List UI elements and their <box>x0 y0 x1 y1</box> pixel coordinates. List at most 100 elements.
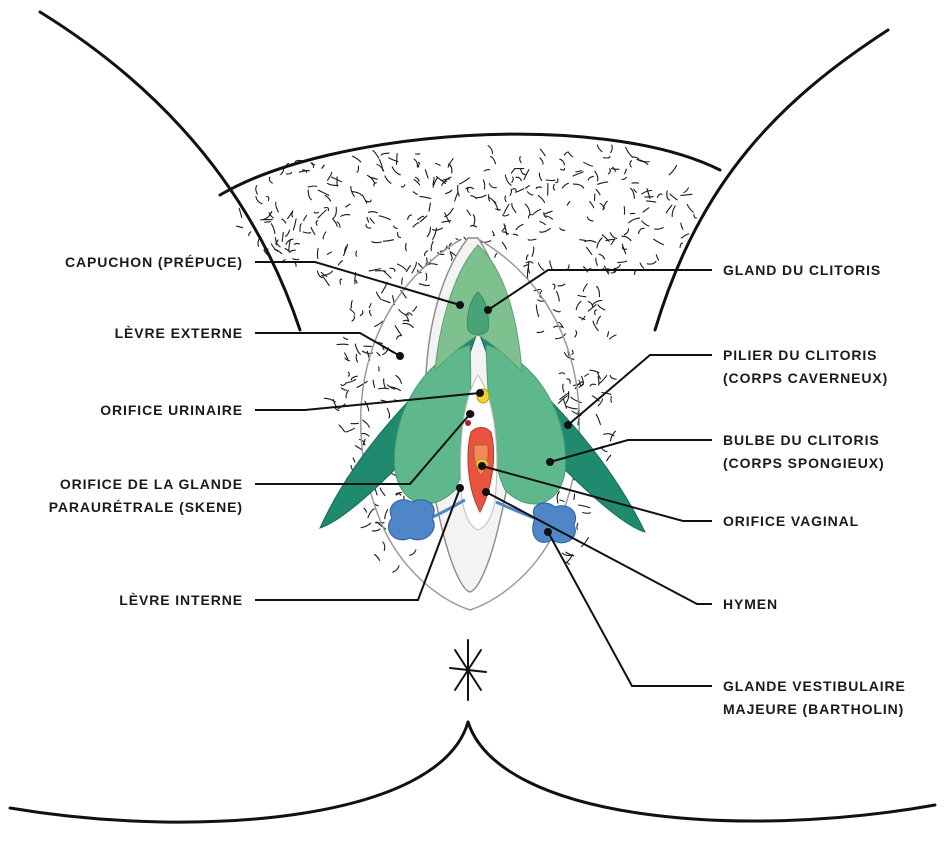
hair-stroke <box>516 224 523 229</box>
hair-stroke <box>510 189 511 195</box>
hair-stroke <box>350 309 355 314</box>
hair-stroke <box>372 242 381 243</box>
hair-stroke <box>562 183 568 188</box>
hair-stroke <box>327 183 338 185</box>
hair-stroke <box>528 239 536 240</box>
hair-stroke <box>560 500 564 501</box>
hair-stroke <box>256 186 258 194</box>
hair-stroke <box>385 176 391 183</box>
hair-stroke <box>595 171 598 181</box>
hair-stroke <box>556 179 558 183</box>
hair-stroke <box>626 147 633 157</box>
hair-stroke <box>374 183 377 186</box>
hair-stroke <box>654 239 664 245</box>
hair-stroke <box>669 166 676 175</box>
hair-stroke <box>588 217 593 221</box>
hair-stroke <box>368 509 374 518</box>
hair-stroke <box>484 170 489 171</box>
hair-stroke <box>527 192 533 195</box>
hair-stroke <box>588 302 593 308</box>
hair-stroke <box>318 190 329 195</box>
hair-stroke <box>328 252 332 254</box>
hair-stroke <box>571 397 582 403</box>
hair-stroke <box>512 177 513 182</box>
hair-stroke <box>559 373 564 374</box>
hair-stroke <box>399 310 409 316</box>
hair-stroke <box>419 284 429 286</box>
hair-stroke <box>587 248 592 255</box>
hair-stroke <box>532 247 534 256</box>
hair-stroke <box>300 224 301 232</box>
label-pilier-line1: PILIER DU CLITORIS <box>723 347 877 363</box>
hair-stroke <box>612 169 619 170</box>
hair-stroke <box>577 523 578 529</box>
hair-stroke <box>380 488 385 495</box>
hair-stroke <box>403 320 408 321</box>
hair-stroke <box>412 262 416 273</box>
hair-stroke <box>381 153 389 155</box>
hair-stroke <box>271 224 275 234</box>
leader-hymen-dot <box>482 488 490 496</box>
hair-stroke <box>583 513 591 514</box>
hair-stroke <box>511 170 514 174</box>
hair-stroke <box>550 261 553 270</box>
hair-stroke <box>618 261 627 263</box>
hair-stroke <box>450 253 452 260</box>
hair-stroke <box>323 232 326 239</box>
hair-stroke <box>597 287 600 297</box>
hair-stroke <box>490 184 497 188</box>
hair-stroke <box>588 176 593 180</box>
hair-stroke <box>377 292 382 299</box>
hair-stroke <box>492 231 494 235</box>
hair-stroke <box>294 243 299 244</box>
hair-stroke <box>344 244 348 255</box>
label-gland-clitoris: GLAND DU CLITORIS <box>723 262 881 278</box>
hair-stroke <box>363 420 370 427</box>
hair-stroke <box>610 375 616 379</box>
label-capuchon: CAPUCHON (PRÉPUCE) <box>65 254 243 270</box>
hair-stroke <box>592 300 602 305</box>
hair-stroke <box>553 284 555 289</box>
hair-stroke <box>667 191 670 200</box>
hair-stroke <box>666 205 672 213</box>
hair-stroke <box>289 240 291 252</box>
hair-stroke <box>540 228 551 232</box>
hair-stroke <box>403 323 413 327</box>
hair-stroke <box>384 379 386 388</box>
hair-stroke <box>596 189 600 195</box>
hair-stroke <box>367 217 369 222</box>
hair-stroke <box>311 228 315 235</box>
hair-stroke <box>281 169 284 174</box>
hair-stroke <box>604 157 610 159</box>
hair-stroke <box>446 190 452 193</box>
hair-stroke <box>341 388 346 390</box>
hair-stroke <box>341 384 345 385</box>
hair-stroke <box>291 250 296 252</box>
hair-stroke <box>383 542 385 550</box>
hair-stroke <box>504 204 509 214</box>
hair-stroke <box>529 215 534 218</box>
hair-stroke <box>275 238 280 247</box>
hair-stroke <box>367 175 374 182</box>
hair-stroke <box>576 301 581 309</box>
hair-stroke <box>341 215 350 217</box>
hair-stroke <box>293 219 296 230</box>
hair-stroke <box>567 202 570 206</box>
hair-stroke <box>322 165 324 168</box>
hair-stroke <box>344 337 348 339</box>
hair-stroke <box>505 196 506 202</box>
hair-stroke <box>567 379 570 383</box>
hair-stroke <box>536 305 538 317</box>
hair-stroke <box>597 238 602 248</box>
hair-stroke <box>553 185 554 190</box>
hair-stroke <box>557 492 559 504</box>
hair-stroke <box>568 152 573 157</box>
hair-stroke <box>539 173 541 181</box>
hair-stroke <box>361 523 371 528</box>
hair-stroke <box>380 160 383 171</box>
hair-stroke <box>323 277 329 286</box>
hair-stroke <box>348 372 349 376</box>
hair-stroke <box>584 162 593 166</box>
hair-stroke <box>495 254 497 258</box>
